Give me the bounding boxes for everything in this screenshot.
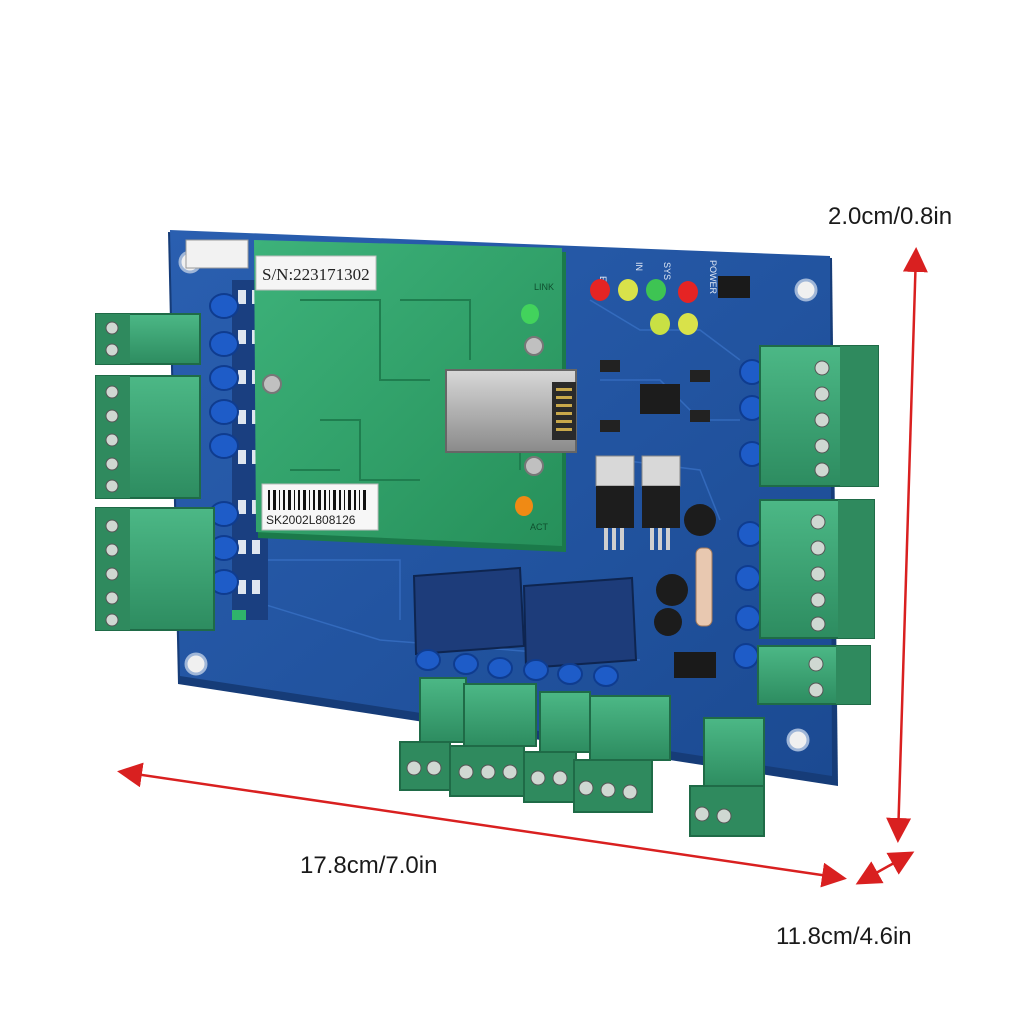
mounting-hole [184,652,208,676]
serial-label: S/N:223171302 [262,265,370,284]
height-arrow-icon [886,247,928,843]
jumper-header [674,652,716,678]
left-capacitors [209,293,239,595]
length-dimension-label: 17.8cm/7.0in [300,852,438,879]
ic-chips [600,360,710,432]
length-arrow-icon [117,762,847,888]
voltage-regulators [595,455,681,550]
electrolytic-capacitors [654,504,716,636]
link-led [521,304,539,324]
terminal-block [95,375,201,499]
width-arrow-icon [855,851,915,885]
act-label: ACT [530,522,549,532]
terminal-block [95,313,201,365]
white-header-connector [185,239,249,269]
terminal-block [759,345,879,487]
power-label: POWER [708,260,718,295]
relays [412,566,638,670]
status-leds: ERR IN SYS POWER [590,260,750,335]
ethernet-jack [445,369,577,453]
barcode-label: SK2002L808126 [266,513,356,527]
network-module: S/N:223171302 SK2002L808126 [254,240,577,552]
bottom-capacitors [415,649,619,687]
act-led [515,496,533,516]
height-dimension-label: 2.0cm/0.8in [828,203,953,230]
mounting-hole [786,728,810,752]
right-terminal-blocks [757,345,879,705]
serial-sticker [255,255,377,291]
terminal-block [757,645,871,705]
in-label: IN [634,262,644,271]
link-label: LINK [534,282,554,292]
terminal-block [759,499,875,639]
terminal-block [95,507,215,631]
barcode [268,490,366,510]
left-terminal-blocks [95,313,215,631]
mounting-hole [794,278,818,302]
sys-label: SYS [662,262,672,280]
width-dimension-label: 11.8cm/4.6in [776,923,912,950]
